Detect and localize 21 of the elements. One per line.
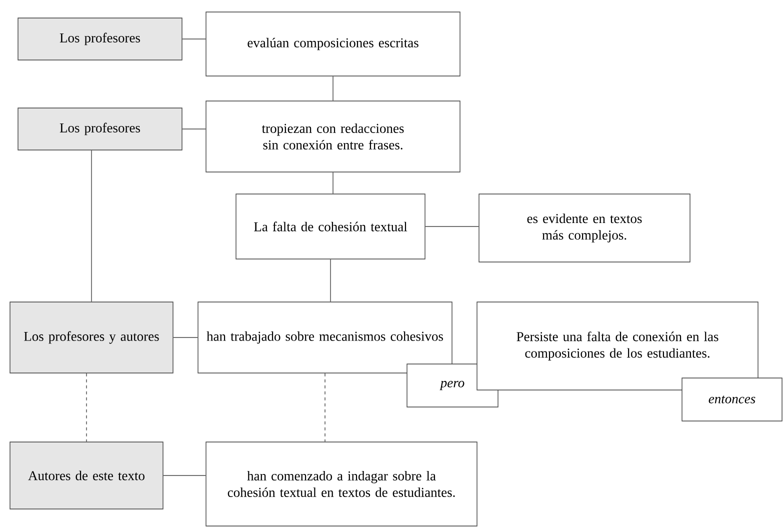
statement-box: tropiezan con redacciones sin conexión entre frases. xyxy=(206,100,460,172)
connector-line xyxy=(163,475,206,476)
connector-line xyxy=(330,259,331,302)
statement-box: es evidente en textos más complejos. xyxy=(478,194,690,262)
connector-line xyxy=(332,172,334,194)
subject-box: Los profesores y autores xyxy=(10,302,174,374)
connector-line xyxy=(332,76,334,101)
connector-line xyxy=(324,373,326,442)
subject-box: Los profesores xyxy=(18,108,182,150)
connector-line xyxy=(91,150,92,302)
statement-box: La falta de cohesión textual xyxy=(236,194,426,260)
subject-box: Los profesores xyxy=(18,18,182,60)
connector-line xyxy=(173,337,198,338)
connector-line xyxy=(86,373,87,442)
connector-line xyxy=(182,128,206,130)
subject-box: Autores de este texto xyxy=(10,442,164,510)
statement-box: evalúan composiciones escritas xyxy=(206,12,460,76)
connector-line xyxy=(425,226,480,227)
connector-line xyxy=(182,38,206,40)
statement-box: han comenzado a indagar sobre la cohesión textual en textos de estudiantes. xyxy=(206,442,478,526)
connective-box: entonces xyxy=(682,378,782,422)
